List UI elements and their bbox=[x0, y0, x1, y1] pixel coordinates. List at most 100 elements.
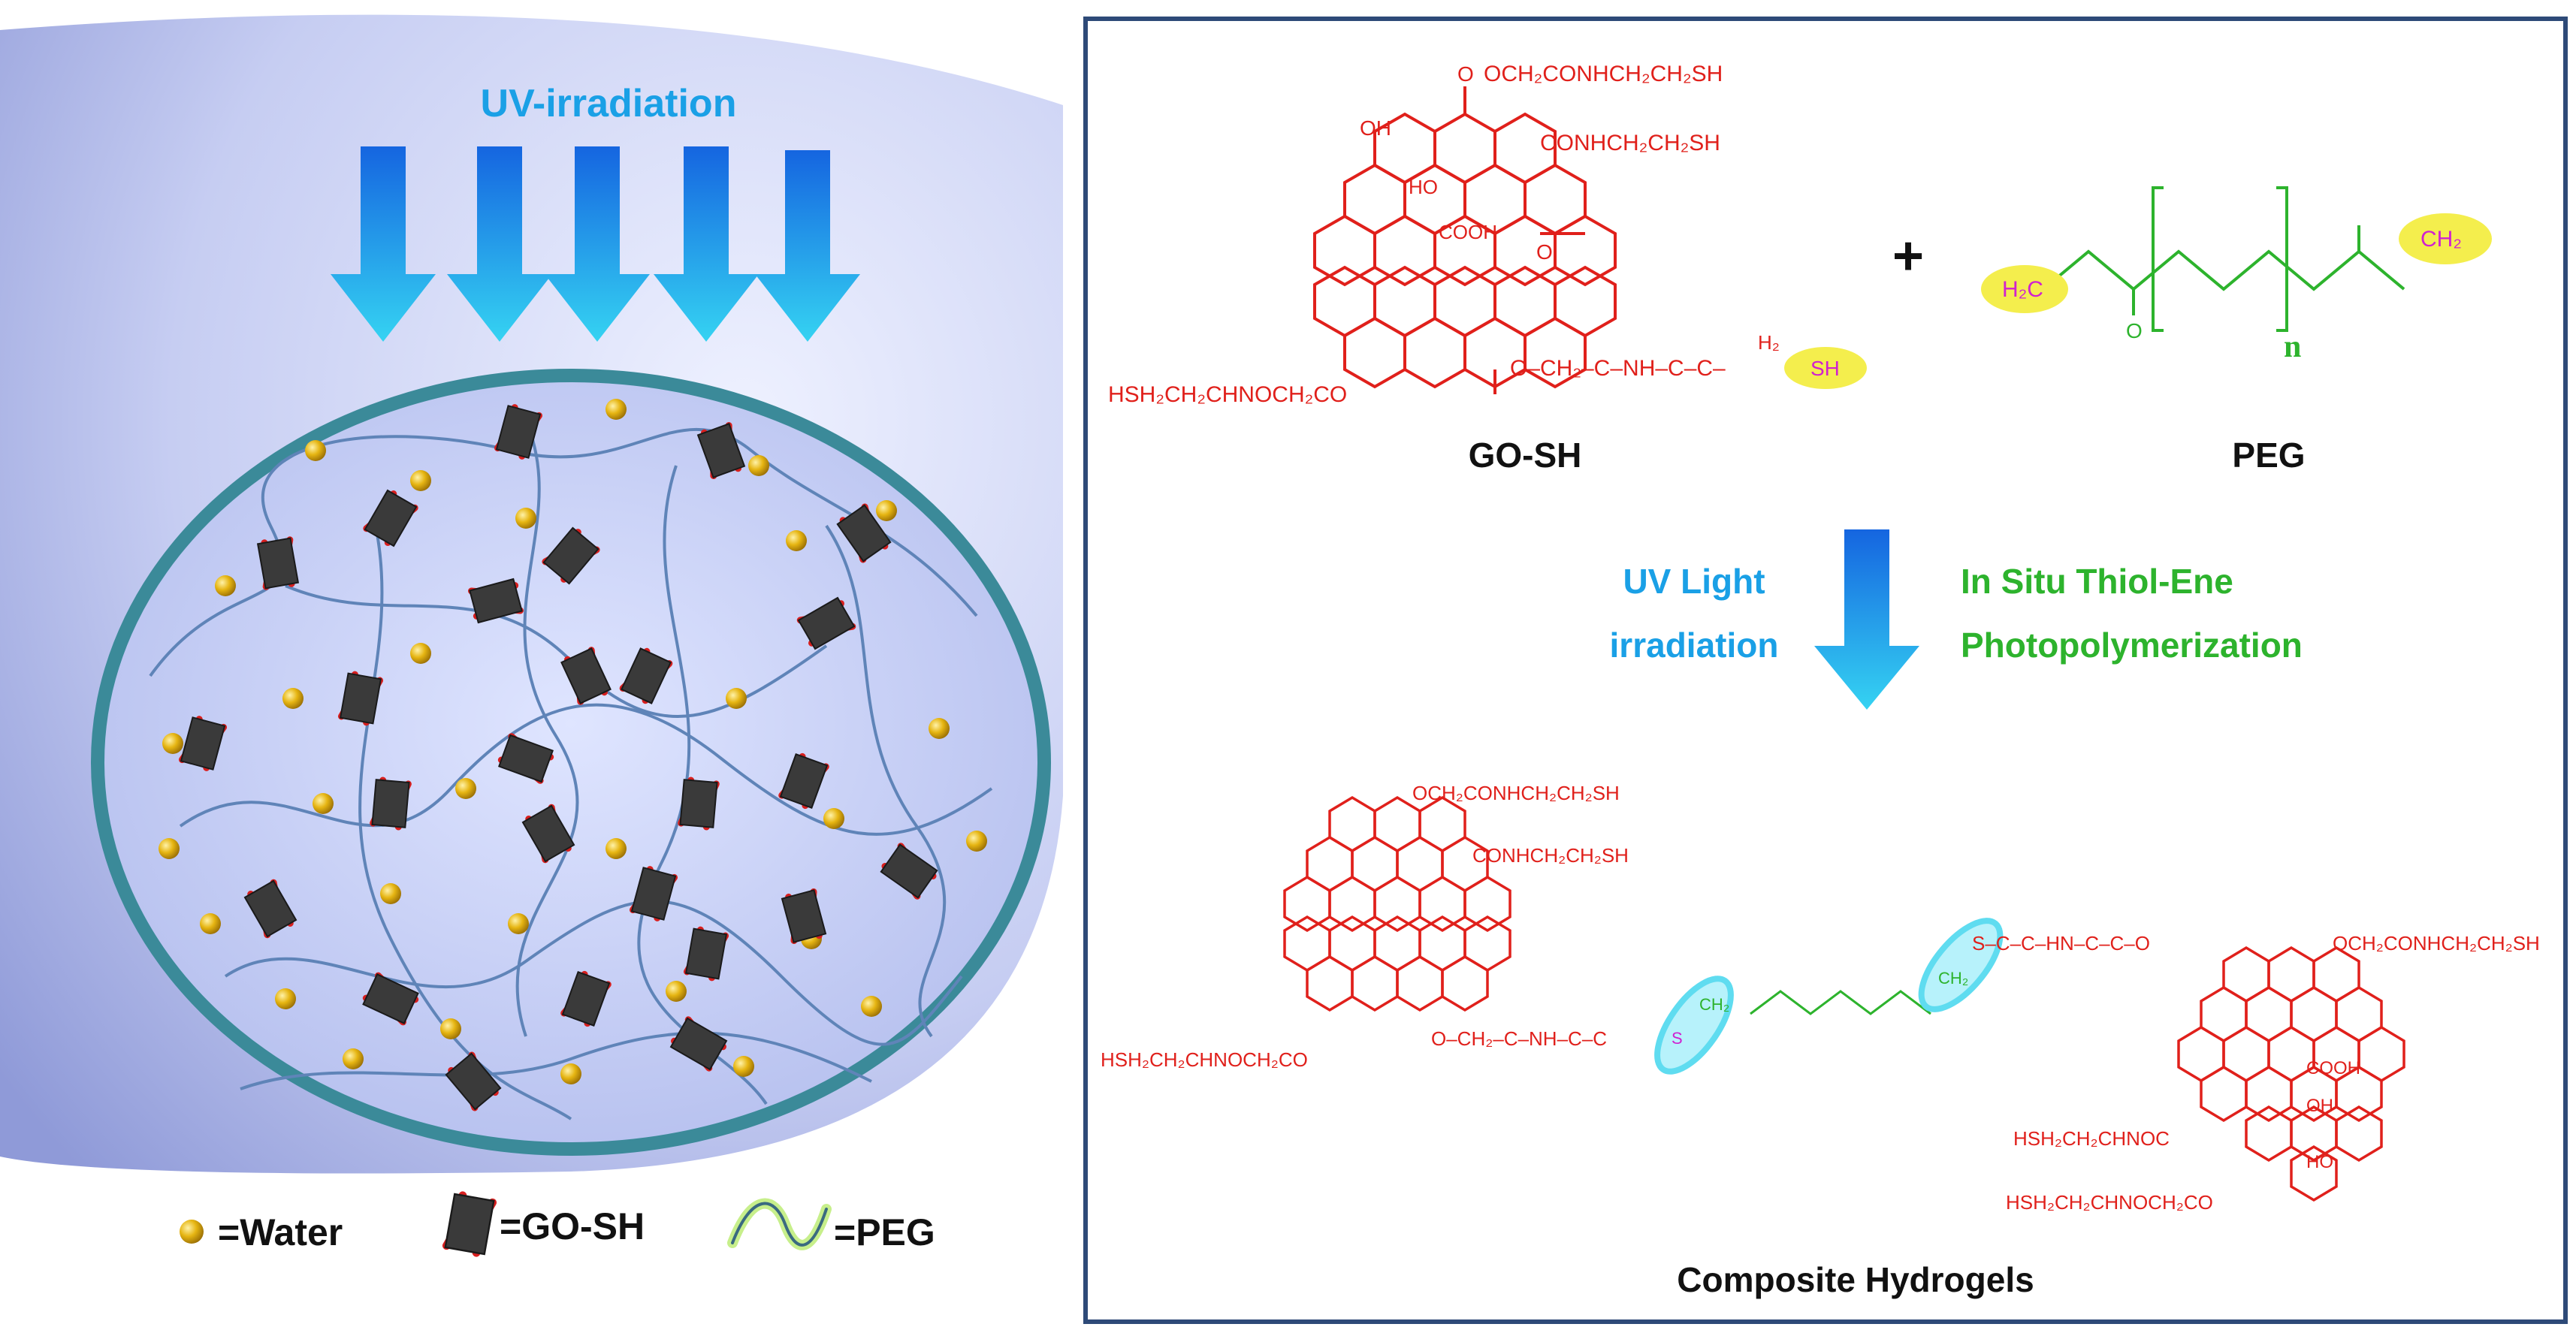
go-sh-sheet bbox=[178, 716, 228, 771]
go-sh-sheet bbox=[362, 972, 419, 1026]
product-ho: HO bbox=[2306, 1152, 2333, 1172]
right-panel: O OH HO COOH OCH₂CONHCH₂CH₂SH CONHCH₂CH₂… bbox=[1083, 17, 2568, 1324]
uv-arrow bbox=[331, 146, 436, 342]
product-left-chain: O–CH₂–C–NH–C–C bbox=[1431, 1027, 1607, 1050]
water-bead bbox=[313, 793, 334, 814]
water-bead bbox=[823, 808, 844, 829]
water-bead bbox=[929, 718, 950, 739]
water-bead bbox=[159, 838, 180, 859]
reaction-arrow bbox=[1814, 529, 1919, 710]
uv-arrows bbox=[331, 146, 860, 342]
water-bead bbox=[876, 500, 897, 521]
go-sh-sheet bbox=[683, 926, 729, 982]
product-ch2-1: CH₂ bbox=[1699, 995, 1729, 1014]
go-ketone-o: O bbox=[1536, 240, 1553, 264]
go-oh-label: OH bbox=[1360, 116, 1391, 140]
product-right-top: OCH₂CONHCH₂CH₂SH bbox=[2333, 932, 2540, 955]
go-sh-sheet bbox=[542, 526, 600, 585]
product-right-go bbox=[2177, 945, 2405, 1202]
go-group-mid: CONHCH₂CH₂SH bbox=[1540, 131, 1720, 155]
go-sh-group: SH bbox=[1810, 357, 1840, 380]
go-sh-sheet bbox=[880, 843, 938, 900]
product-left-top: OCH₂CONHCH₂CH₂SH bbox=[1412, 782, 1620, 804]
thioether-highlight-right bbox=[1918, 918, 2004, 1012]
go-sh-sheet bbox=[560, 647, 612, 705]
go-sh-structure bbox=[1313, 86, 1617, 394]
product-title: Composite Hydrogels bbox=[1677, 1260, 2034, 1299]
water-bead bbox=[748, 455, 769, 476]
go-sh-sheet bbox=[781, 888, 827, 944]
water-bead bbox=[275, 988, 296, 1009]
water-bead bbox=[343, 1048, 364, 1069]
water-bead bbox=[410, 470, 431, 491]
go-sh-sheet bbox=[468, 578, 524, 624]
go-sh-sheet bbox=[243, 879, 297, 939]
product-ch2-2: CH₂ bbox=[1938, 969, 1968, 988]
go-cooh-label: COOH bbox=[1439, 221, 1497, 243]
go-sh-sheets bbox=[178, 404, 938, 1111]
peg-n-label: n bbox=[2284, 330, 2301, 364]
water-bead bbox=[200, 913, 221, 934]
hydrogel-circle bbox=[91, 369, 1051, 1156]
product-left-mid: CONHCH₂CH₂SH bbox=[1472, 844, 1629, 867]
go-sh-sheet bbox=[337, 671, 384, 726]
uv-arrow bbox=[654, 146, 759, 342]
product-right-chain: S–C–C–HN–C–C–O bbox=[1972, 932, 2150, 955]
go-sh-sheet bbox=[370, 777, 412, 831]
peg-h2c-group: H₂C bbox=[2002, 277, 2043, 302]
peg-o-label: O bbox=[2126, 319, 2143, 342]
go-carbonyl-o: O bbox=[1457, 62, 1474, 86]
water-bead bbox=[666, 981, 687, 1002]
go-sh-sheet bbox=[669, 1016, 728, 1072]
water-bead bbox=[380, 883, 401, 904]
go-sh-sheet bbox=[363, 489, 418, 547]
legend-go-sh-label: =GO-SH bbox=[500, 1205, 645, 1247]
go-sh-sheet bbox=[560, 970, 612, 1027]
peg-title: PEG bbox=[2232, 436, 2305, 475]
scheme-frame bbox=[1083, 17, 2568, 1324]
go-h2-label: H₂ bbox=[1758, 331, 1780, 354]
water-bead bbox=[455, 778, 476, 799]
go-sh-sheet bbox=[796, 596, 856, 650]
thioether-highlight-left bbox=[1654, 976, 1734, 1075]
peg-h2c-highlight bbox=[1981, 265, 2068, 313]
uv-light-label: UV Light bbox=[1623, 562, 1765, 601]
legend-water-label: =Water bbox=[218, 1211, 343, 1253]
water-bead bbox=[605, 399, 627, 420]
water-bead bbox=[215, 575, 236, 596]
peg-ch2-highlight bbox=[2399, 213, 2492, 264]
water-bead bbox=[508, 913, 529, 934]
uv-irradiation-label: UV-irradiation bbox=[481, 82, 737, 125]
legend-peg-label: =PEG bbox=[834, 1211, 935, 1253]
go-group-top: OCH₂CONHCH₂CH₂SH bbox=[1484, 62, 1723, 86]
water-bead bbox=[966, 831, 987, 852]
water-bead bbox=[605, 838, 627, 859]
water-bead bbox=[440, 1018, 461, 1039]
water-bead bbox=[305, 440, 326, 461]
product-oh: OH bbox=[2306, 1096, 2333, 1116]
photopolymerization-label: Photopolymerization bbox=[1961, 626, 2303, 665]
legend-go-sh-icon bbox=[442, 1191, 497, 1257]
go-sh-sheet bbox=[497, 733, 554, 784]
product-left-go bbox=[1283, 795, 1511, 1012]
go-sh-sheet bbox=[678, 777, 720, 831]
water-bead bbox=[162, 733, 183, 754]
water-bead bbox=[282, 688, 304, 709]
product-left-bottom: HSH₂CH₂CHNOCH₂CO bbox=[1101, 1048, 1308, 1071]
water-bead bbox=[560, 1063, 581, 1084]
plus-sign: + bbox=[1892, 226, 1924, 286]
go-sh-title: GO-SH bbox=[1469, 436, 1582, 475]
left-panel bbox=[0, 14, 1063, 1257]
product-right-bottom: HSH₂CH₂CHNOCH₂CO bbox=[2006, 1191, 2213, 1214]
go-sh-sheet bbox=[836, 503, 892, 563]
go-sh-highlight bbox=[1784, 347, 1867, 389]
go-sh-sheet bbox=[521, 804, 575, 864]
legend bbox=[180, 1191, 832, 1257]
peg-structure bbox=[2042, 186, 2405, 332]
uv-arrow bbox=[755, 150, 860, 342]
go-sh-sheet bbox=[619, 647, 673, 704]
water-bead bbox=[410, 643, 431, 664]
thiol-ene-label: In Situ Thiol-Ene bbox=[1961, 562, 2233, 601]
go-sh-sheet bbox=[256, 536, 300, 590]
